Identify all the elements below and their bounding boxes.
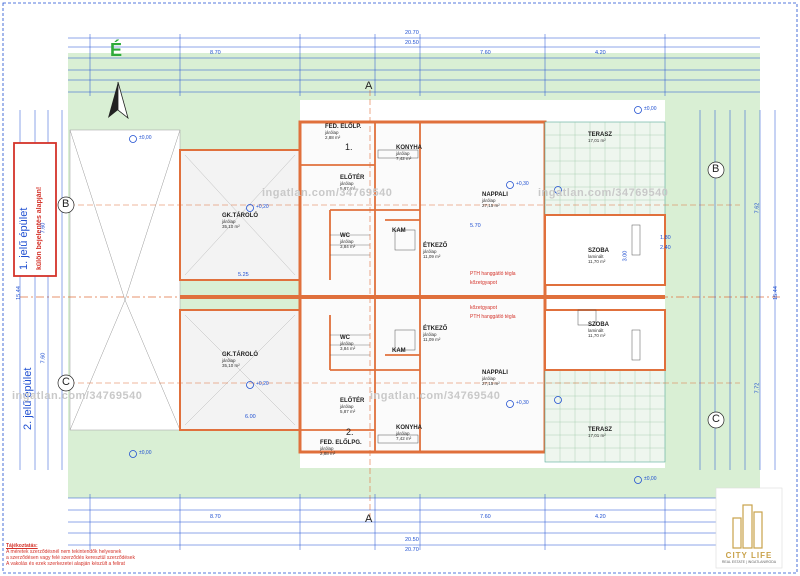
wall-note-pth-2: PTH hanggátló tégla [470, 314, 516, 320]
section-marker-top: A [365, 80, 373, 92]
logo: CITY LIFE REAL ESTATE | INGATLANIRODA [721, 551, 777, 564]
level-zero-top-right: ±0,00 [644, 106, 657, 112]
level-living-top: +0,30 [516, 181, 529, 187]
room-eloter-1: ELŐTÉR járólap 5,87 m² [340, 175, 365, 191]
room-fed-elolep-2: FED. ELŐLPG. járólap 2,88 m² [320, 440, 362, 456]
watermark-1: ingatlan.com/34769540 [262, 187, 393, 199]
north-arrow-icon [108, 81, 129, 120]
axis-c-left: C [62, 376, 70, 388]
dim-top-total: 20.70 [405, 30, 419, 36]
axis-lines [60, 90, 740, 520]
room-eloter-2: ELŐTÉR járólap 5,87 m² [340, 398, 365, 414]
watermark-3: ingatlan.com/34769540 [12, 390, 143, 402]
dim-right-b: 7.72 [754, 382, 761, 394]
dim-right-total: 15.44 [772, 286, 779, 300]
dim-room-height: 3.00 [622, 250, 629, 262]
room-etkezo-2: ÉTKEZŐ járólap 11,09 m² [423, 326, 448, 342]
dim-mid-height: 2.40 [660, 245, 671, 251]
building-1-note: külön bejelentés alapján! [36, 186, 43, 270]
room-etkezo-1: ÉTKEZŐ járólap 11,09 m² [423, 243, 448, 259]
room-konyha-2: KONYHA járólap 7,42 m² [396, 425, 423, 441]
building-2-title: 2. jelű épület [22, 367, 34, 430]
room-nappali-1: NAPPALI járólap 27,15 m² [482, 192, 508, 208]
room-szoba-2: SZOBA laminált 11,70 m² [588, 322, 609, 338]
room-terasz-2: TERASZ 17,01 m² [588, 427, 612, 438]
room-gktarolo-1: GK.TÁROLÓ járólap 35,10 m² [222, 213, 258, 229]
dim-side-height: 1.80 [660, 235, 671, 241]
dim-garage-width: 5.25 [238, 272, 249, 278]
level-zero-bottom-right: ±0,00 [644, 476, 657, 482]
dim-top-right: 4.20 [595, 50, 606, 56]
wall-note-kozet-1: kőzetgyapot [470, 280, 497, 286]
room-gktarolo-2: GK.TÁROLÓ járólap 35,10 m² [222, 352, 258, 368]
garage-bottom [179, 309, 301, 431]
dim-left-b: 7.60 [40, 352, 47, 364]
building-1-title: 1. jelű épület [18, 207, 30, 270]
dim-bottom-left: 8.70 [210, 514, 221, 520]
level-garage-top: +0,20 [256, 204, 269, 210]
bedroom-top [544, 214, 666, 286]
dim-bottom-right: 4.20 [595, 514, 606, 520]
dim-top-left: 8.70 [210, 50, 221, 56]
dim-living-width: 5.70 [470, 223, 481, 229]
dim-left-total: 15.44 [15, 286, 22, 300]
terrace-top [544, 121, 666, 216]
unit-number-1: 1. [345, 142, 353, 152]
dim-left-a: 7.60 [40, 222, 47, 234]
axis-b-left: B [62, 198, 70, 210]
dim-right-a: 7.62 [754, 202, 761, 214]
dim-bottom-mid: 20.50 [405, 537, 419, 543]
bedroom-bottom [544, 309, 666, 371]
level-zero-bottom-left: ±0,00 [139, 450, 152, 456]
building-outline [298, 120, 547, 454]
wall-note-kozet-2: kőzetgyapot [470, 305, 497, 311]
building-1-box [13, 142, 57, 277]
level-zero-top-left: ±0,00 [139, 135, 152, 141]
footer-note: Tájékoztatás: A méretek szerződésnél nem… [6, 543, 135, 567]
room-fed-elolep-1: FED. ELŐLP. járólap 2,88 m² [325, 124, 362, 140]
dim-bottom-center: 7.60 [480, 514, 491, 520]
room-wc-2: WC járólap 3,84 m² [340, 335, 356, 351]
room-kam-1: KAM [392, 228, 406, 234]
level-garage-bottom: +0,20 [256, 381, 269, 387]
axis-bubbles [57, 161, 725, 429]
room-kam-2: KAM [392, 348, 406, 354]
north-label: É [110, 40, 123, 60]
dim-bottom-total: 20.70 [405, 547, 419, 553]
room-szoba-1: SZOBA laminált 11,70 m² [588, 248, 609, 264]
dimension-lines [19, 34, 776, 550]
terrace-bottom [544, 369, 666, 463]
room-terasz-1: TERASZ 17,01 m² [588, 132, 612, 143]
stairs [330, 234, 370, 356]
dim-garage-width-2: 6.00 [245, 414, 256, 420]
section-marker-bottom: A [365, 513, 373, 525]
level-markers [129, 106, 642, 484]
dim-top-center: 7.60 [480, 50, 491, 56]
dim-top-mid: 20.50 [405, 40, 419, 46]
level-living-bottom: +0,30 [516, 400, 529, 406]
room-wc-1: WC járólap 3,84 m² [340, 233, 356, 249]
room-nappali-2: NAPPALI járólap 27,15 m² [482, 370, 508, 386]
watermark-4: ingatlan.com/34769540 [370, 390, 501, 402]
driveway [69, 129, 181, 431]
axis-c-right: C [712, 413, 720, 425]
unit-number-2: 2. [346, 427, 354, 437]
logo-mark [715, 487, 783, 569]
wall-note-pth-1: PTH hanggátló tégla [470, 271, 516, 277]
garage-top [179, 149, 301, 281]
room-konyha-1: KONYHA járólap 7,42 m² [396, 145, 423, 161]
axis-b-right: B [712, 163, 720, 175]
watermark-2: ingatlan.com/34769540 [538, 187, 669, 199]
